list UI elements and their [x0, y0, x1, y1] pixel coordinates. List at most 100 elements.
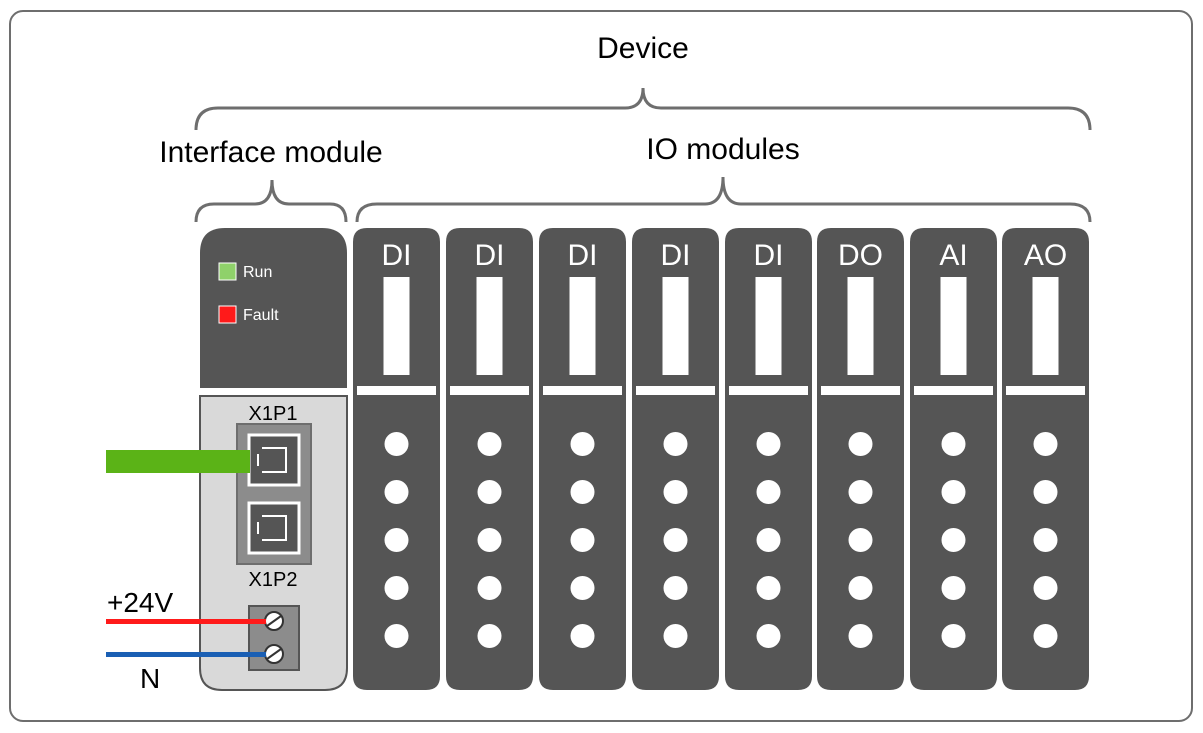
device-brace: [194, 87, 1092, 131]
io-module-1: DI: [353, 228, 440, 690]
io-terminal-1: [1033, 432, 1058, 456]
io-module-6: DO: [817, 228, 904, 690]
port-x1p2-label: X1P2: [249, 569, 298, 591]
interface-module-top: [200, 228, 347, 388]
ethernet-cable: [106, 450, 250, 473]
io-terminal-4: [570, 576, 595, 600]
io-terminal-5: [663, 624, 688, 648]
interface-module: Run Fault X1P1 X1P2: [199, 228, 348, 691]
io-terminal-2: [570, 480, 595, 504]
power-n-label: N: [140, 663, 160, 694]
io-module-divider: [357, 386, 436, 395]
io-module-2: DI: [446, 228, 533, 690]
io-module-body: [539, 228, 626, 690]
io-module-label-slot: [755, 277, 782, 375]
run-led-label: Run: [243, 264, 272, 281]
io-module-label: DI: [661, 239, 691, 272]
io-terminal-2: [384, 480, 409, 504]
io-terminal-2: [756, 480, 781, 504]
io-module-7: AI: [910, 228, 997, 690]
io-terminal-4: [663, 576, 688, 600]
io-terminal-3: [941, 528, 966, 552]
io-terminal-4: [477, 576, 502, 600]
io-module-label-slot: [662, 277, 689, 375]
io-terminal-2: [1033, 480, 1058, 504]
io-terminal-4: [756, 576, 781, 600]
io-module-label: DI: [475, 239, 505, 272]
io-terminal-3: [756, 528, 781, 552]
io-terminal-4: [941, 576, 966, 600]
io-module-divider: [1006, 386, 1085, 395]
interface-module-brace: [194, 179, 348, 223]
io-terminal-2: [663, 480, 688, 504]
io-module-label-slot: [383, 277, 410, 375]
io-terminal-5: [1033, 624, 1058, 648]
io-module-divider: [543, 386, 622, 395]
port-x1p1-label: X1P1: [249, 403, 298, 425]
io-module-label: DI: [568, 239, 598, 272]
fault-led-label: Fault: [243, 307, 279, 324]
io-module-divider: [636, 386, 715, 395]
io-modules-label: IO modules: [646, 133, 799, 166]
io-terminal-4: [848, 576, 873, 600]
io-module-body: [725, 228, 812, 690]
io-terminal-5: [477, 624, 502, 648]
terminal-screw-neg: [264, 644, 284, 664]
wire-n: [106, 652, 266, 657]
io-module-3: DI: [539, 228, 626, 690]
power-24v-label: +24V: [107, 587, 173, 618]
io-module-body: [817, 228, 904, 690]
ethernet-port-1: [247, 433, 301, 487]
interface-module-label: Interface module: [159, 136, 382, 169]
io-terminal-1: [756, 432, 781, 456]
io-modules-group: DI DI DI DI DI DO AI AO: [353, 228, 1089, 690]
io-module-4: DI: [632, 228, 719, 690]
io-terminal-3: [848, 528, 873, 552]
wire-24v: [106, 619, 266, 624]
io-module-label-slot: [476, 277, 503, 375]
io-terminal-4: [384, 576, 409, 600]
io-module-label: AO: [1024, 239, 1067, 272]
ethernet-port-2: [247, 501, 301, 555]
io-terminal-2: [941, 480, 966, 504]
io-terminal-4: [1033, 576, 1058, 600]
io-terminal-5: [756, 624, 781, 648]
io-module-body: [353, 228, 440, 690]
io-module-label: AI: [939, 239, 967, 272]
fault-led: [218, 305, 237, 324]
io-module-label-slot: [1032, 277, 1059, 375]
io-module-body: [632, 228, 719, 690]
io-module-body: [910, 228, 997, 690]
interface-divider: [200, 388, 347, 396]
io-terminal-5: [848, 624, 873, 648]
io-terminal-3: [384, 528, 409, 552]
io-terminal-2: [848, 480, 873, 504]
io-terminal-2: [477, 480, 502, 504]
io-modules-brace: [355, 176, 1092, 223]
io-module-body: [446, 228, 533, 690]
io-terminal-1: [384, 432, 409, 456]
io-module-label: DO: [838, 239, 883, 272]
io-module-divider: [914, 386, 993, 395]
run-led: [218, 262, 237, 281]
io-terminal-3: [477, 528, 502, 552]
io-terminal-3: [663, 528, 688, 552]
io-terminal-5: [570, 624, 595, 648]
io-terminal-3: [1033, 528, 1058, 552]
io-module-divider: [821, 386, 900, 395]
terminal-screw-pos: [264, 611, 284, 631]
io-module-5: DI: [725, 228, 812, 690]
io-terminal-1: [663, 432, 688, 456]
io-terminal-3: [570, 528, 595, 552]
io-terminal-1: [941, 432, 966, 456]
io-module-label-slot: [569, 277, 596, 375]
io-module-divider: [450, 386, 529, 395]
device-label: Device: [597, 32, 689, 65]
io-module-label: DI: [754, 239, 784, 272]
io-terminal-5: [941, 624, 966, 648]
io-module-divider: [729, 386, 808, 395]
io-terminal-1: [477, 432, 502, 456]
io-terminal-1: [570, 432, 595, 456]
io-module-label-slot: [847, 277, 874, 375]
